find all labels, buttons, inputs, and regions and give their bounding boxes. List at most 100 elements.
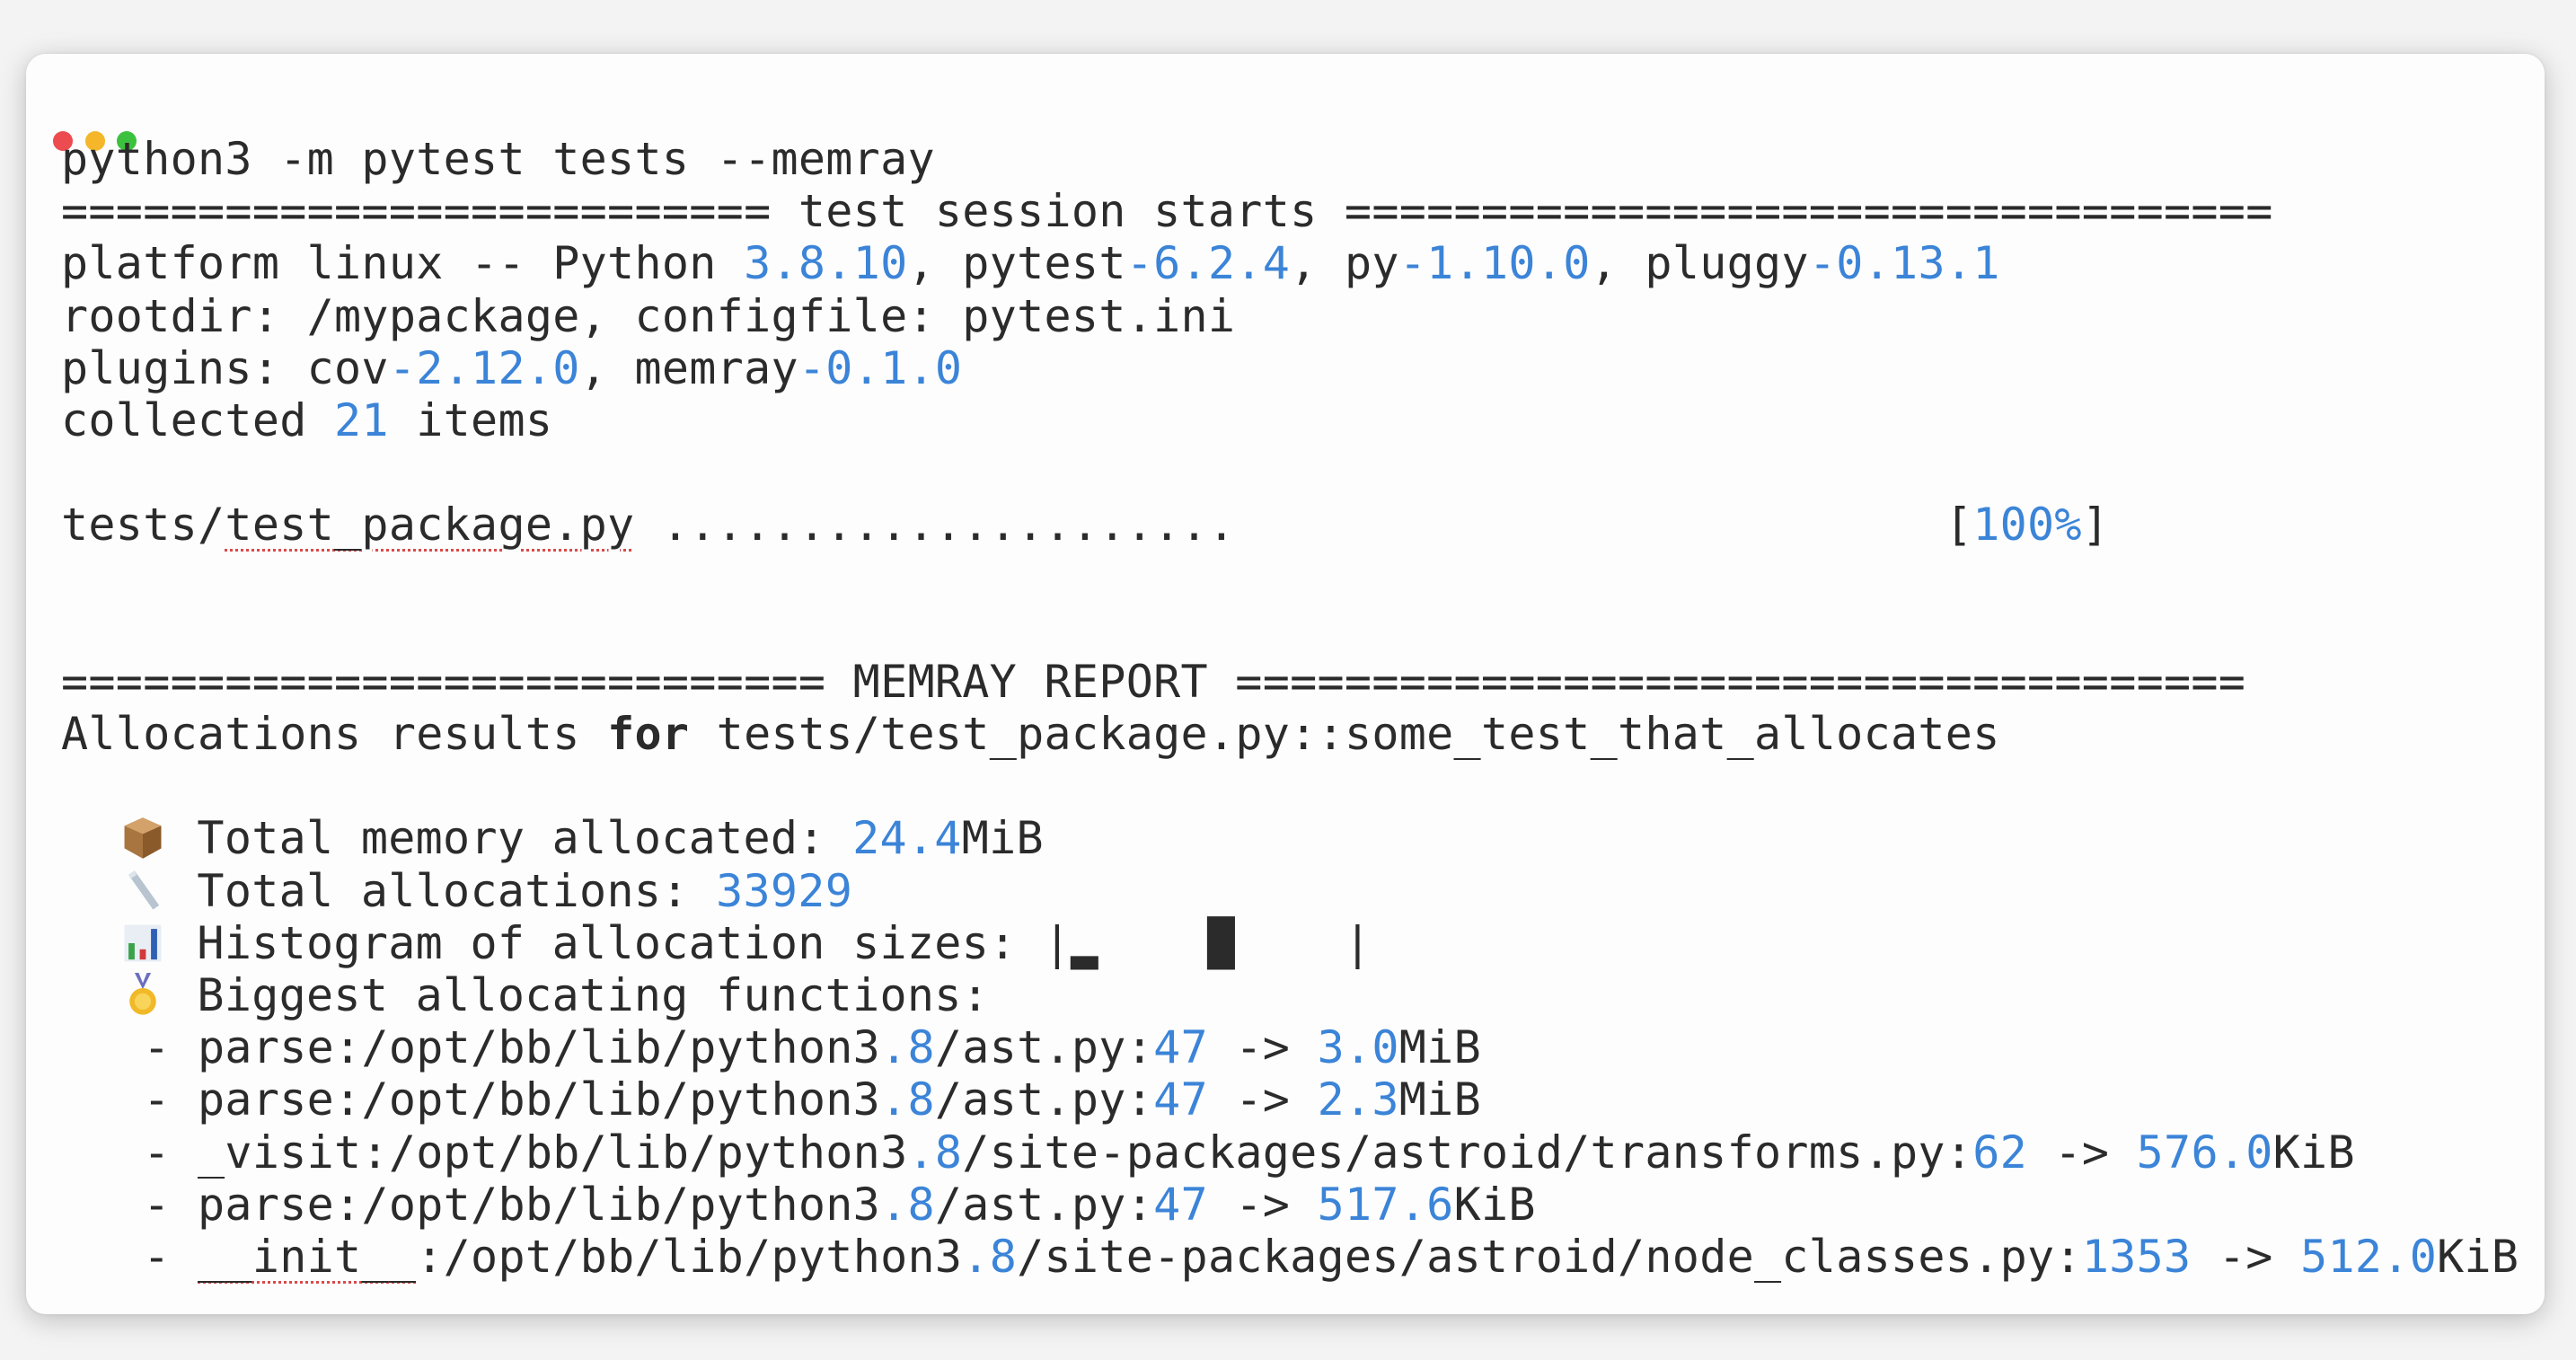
text-segment: MiB <box>961 812 1044 865</box>
text-segment: -> <box>2191 1230 2301 1283</box>
terminal-line: ========================== test session … <box>61 185 2519 237</box>
text-segment: collected <box>61 393 335 446</box>
terminal-line: - _visit:/opt/bb/lib/python3.8/site-pack… <box>61 1126 2519 1179</box>
package-icon <box>116 816 170 861</box>
terminal-line: plugins: cov-2.12.0, memray-0.1.0 <box>61 342 2519 394</box>
highlighted-value: 3.0 <box>1317 1021 1399 1074</box>
highlighted-value: 62 <box>1972 1126 2028 1179</box>
terminal-line: Total allocations: 33929 <box>61 865 2519 917</box>
text-segment <box>61 917 116 969</box>
terminal-line: collected 21 items <box>61 394 2519 446</box>
text-segment: Total memory allocated: <box>170 812 853 865</box>
text-segment: ] <box>2081 499 2110 552</box>
text-segment <box>61 865 116 917</box>
highlighted-value: 3.8.10 <box>744 237 908 290</box>
terminal-line: platform linux -- Python 3.8.10, pytest-… <box>61 237 2519 289</box>
text-segment: Allocations results <box>61 708 608 761</box>
highlighted-value: .8 <box>962 1230 1018 1283</box>
close-button[interactable] <box>53 131 73 151</box>
text-segment: items <box>388 393 553 446</box>
terminal-line: rootdir: /mypackage, configfile: pytest.… <box>61 290 2519 342</box>
text-segment: KiB <box>1453 1178 1536 1231</box>
minimize-button[interactable] <box>85 131 105 151</box>
text-segment: platform linux -- Python <box>61 237 745 290</box>
text-segment: ============================ MEMRAY REPO… <box>61 655 2246 708</box>
bar-chart-icon <box>116 921 170 966</box>
medal-icon <box>116 973 170 1018</box>
text-segment: , memray <box>579 341 798 394</box>
text-segment: - parse:/opt/bb/lib/python3 <box>61 1178 881 1231</box>
text-segment: -> <box>1207 1178 1318 1231</box>
terminal-line: Total memory allocated: 24.4MiB <box>61 812 2519 864</box>
terminal-output[interactable]: python3 -m pytest tests --memray========… <box>61 133 2519 1283</box>
ruler-icon <box>116 869 170 914</box>
text-segment: test_package.py <box>225 499 635 552</box>
terminal-line: Allocations results for tests/test_packa… <box>61 708 2519 760</box>
text-segment: -> <box>1207 1021 1318 1074</box>
text-segment: - _visit:/opt/bb/lib/python3 <box>61 1126 908 1179</box>
text-segment: MiB <box>1398 1073 1481 1126</box>
text-segment: tests/test_package.py::some_test_that_al… <box>689 708 2000 761</box>
terminal-line: ============================ MEMRAY REPO… <box>61 656 2519 708</box>
highlighted-value: -0.1.0 <box>798 341 963 394</box>
text-segment: , pluggy <box>1590 237 1809 290</box>
highlighted-value: .8 <box>880 1073 935 1126</box>
terminal-line: Biggest allocating functions: <box>61 969 2519 1021</box>
terminal-line: python3 -m pytest tests --memray <box>61 133 2519 185</box>
text-segment: /ast.py: <box>934 1073 1154 1126</box>
text-segment: KiB <box>2272 1126 2355 1179</box>
text-segment: __init__ <box>198 1230 417 1283</box>
text-segment: , py <box>1290 237 1399 290</box>
text-segment: -> <box>2027 1126 2137 1179</box>
terminal-line: tests/test_package.py ..................… <box>61 499 2519 551</box>
text-segment: tests/ <box>61 499 225 552</box>
highlighted-value: 47 <box>1153 1073 1208 1126</box>
highlighted-value: -1.10.0 <box>1398 237 1591 290</box>
text-segment <box>61 812 116 864</box>
terminal-line: - parse:/opt/bb/lib/python3.8/ast.py:47 … <box>61 1021 2519 1073</box>
text-segment: /site-packages/astroid/node_classes.py: <box>1017 1230 2082 1283</box>
text-segment: plugins: cov <box>61 341 389 394</box>
highlighted-value: 1353 <box>2081 1230 2192 1283</box>
terminal-line <box>61 446 2519 499</box>
text-segment: - parse:/opt/bb/lib/python3 <box>61 1021 881 1074</box>
text-segment: /ast.py: <box>934 1178 1154 1231</box>
highlighted-value: 576.0 <box>2136 1126 2273 1179</box>
highlighted-value: -2.12.0 <box>388 341 580 394</box>
text-segment: rootdir: /mypackage, configfile: pytest.… <box>61 289 1236 342</box>
text-segment: :/opt/bb/lib/python3 <box>416 1230 963 1283</box>
text-segment: /ast.py: <box>934 1021 1154 1074</box>
highlighted-value: 24.4 <box>852 812 962 865</box>
terminal-line: - __init__:/opt/bb/lib/python3.8/site-pa… <box>61 1231 2519 1283</box>
terminal-line <box>61 604 2519 656</box>
text-segment: Total allocations: <box>170 864 717 917</box>
highlighted-value: .8 <box>880 1178 935 1231</box>
histogram-bars: |▂ █ | <box>1043 916 1372 969</box>
highlighted-value: 2.3 <box>1317 1073 1399 1126</box>
highlighted-value: 33929 <box>716 864 853 917</box>
highlighted-value: -6.2.4 <box>1125 237 1291 290</box>
highlighted-value: 21 <box>334 393 389 446</box>
highlighted-value: .8 <box>907 1126 963 1179</box>
text-segment: /site-packages/astroid/transforms.py: <box>962 1126 1973 1179</box>
maximize-button[interactable] <box>117 131 137 151</box>
highlighted-value: -0.13.1 <box>1808 237 2000 290</box>
terminal-line: - parse:/opt/bb/lib/python3.8/ast.py:47 … <box>61 1073 2519 1126</box>
text-segment: , pytest <box>907 237 1126 290</box>
highlighted-value: 47 <box>1153 1178 1208 1231</box>
highlighted-value: 100% <box>1972 499 2082 552</box>
text-segment: ..................... [ <box>634 499 1973 552</box>
text-segment <box>61 969 116 1021</box>
text-segment: KiB <box>2437 1230 2519 1283</box>
text-segment: Biggest allocating functions: <box>170 969 990 1021</box>
highlighted-value: 512.0 <box>2300 1230 2438 1283</box>
terminal-window <box>26 54 2545 1314</box>
text-segment: - <box>61 1230 198 1283</box>
terminal-line <box>61 760 2519 812</box>
terminal-line: Histogram of allocation sizes: |▂ █ | <box>61 917 2519 969</box>
highlighted-value: 47 <box>1153 1021 1208 1074</box>
text-segment: MiB <box>1398 1021 1481 1074</box>
text-segment: for <box>607 708 690 761</box>
highlighted-value: 517.6 <box>1317 1178 1454 1231</box>
text-segment: Histogram of allocation sizes: <box>170 916 1044 969</box>
